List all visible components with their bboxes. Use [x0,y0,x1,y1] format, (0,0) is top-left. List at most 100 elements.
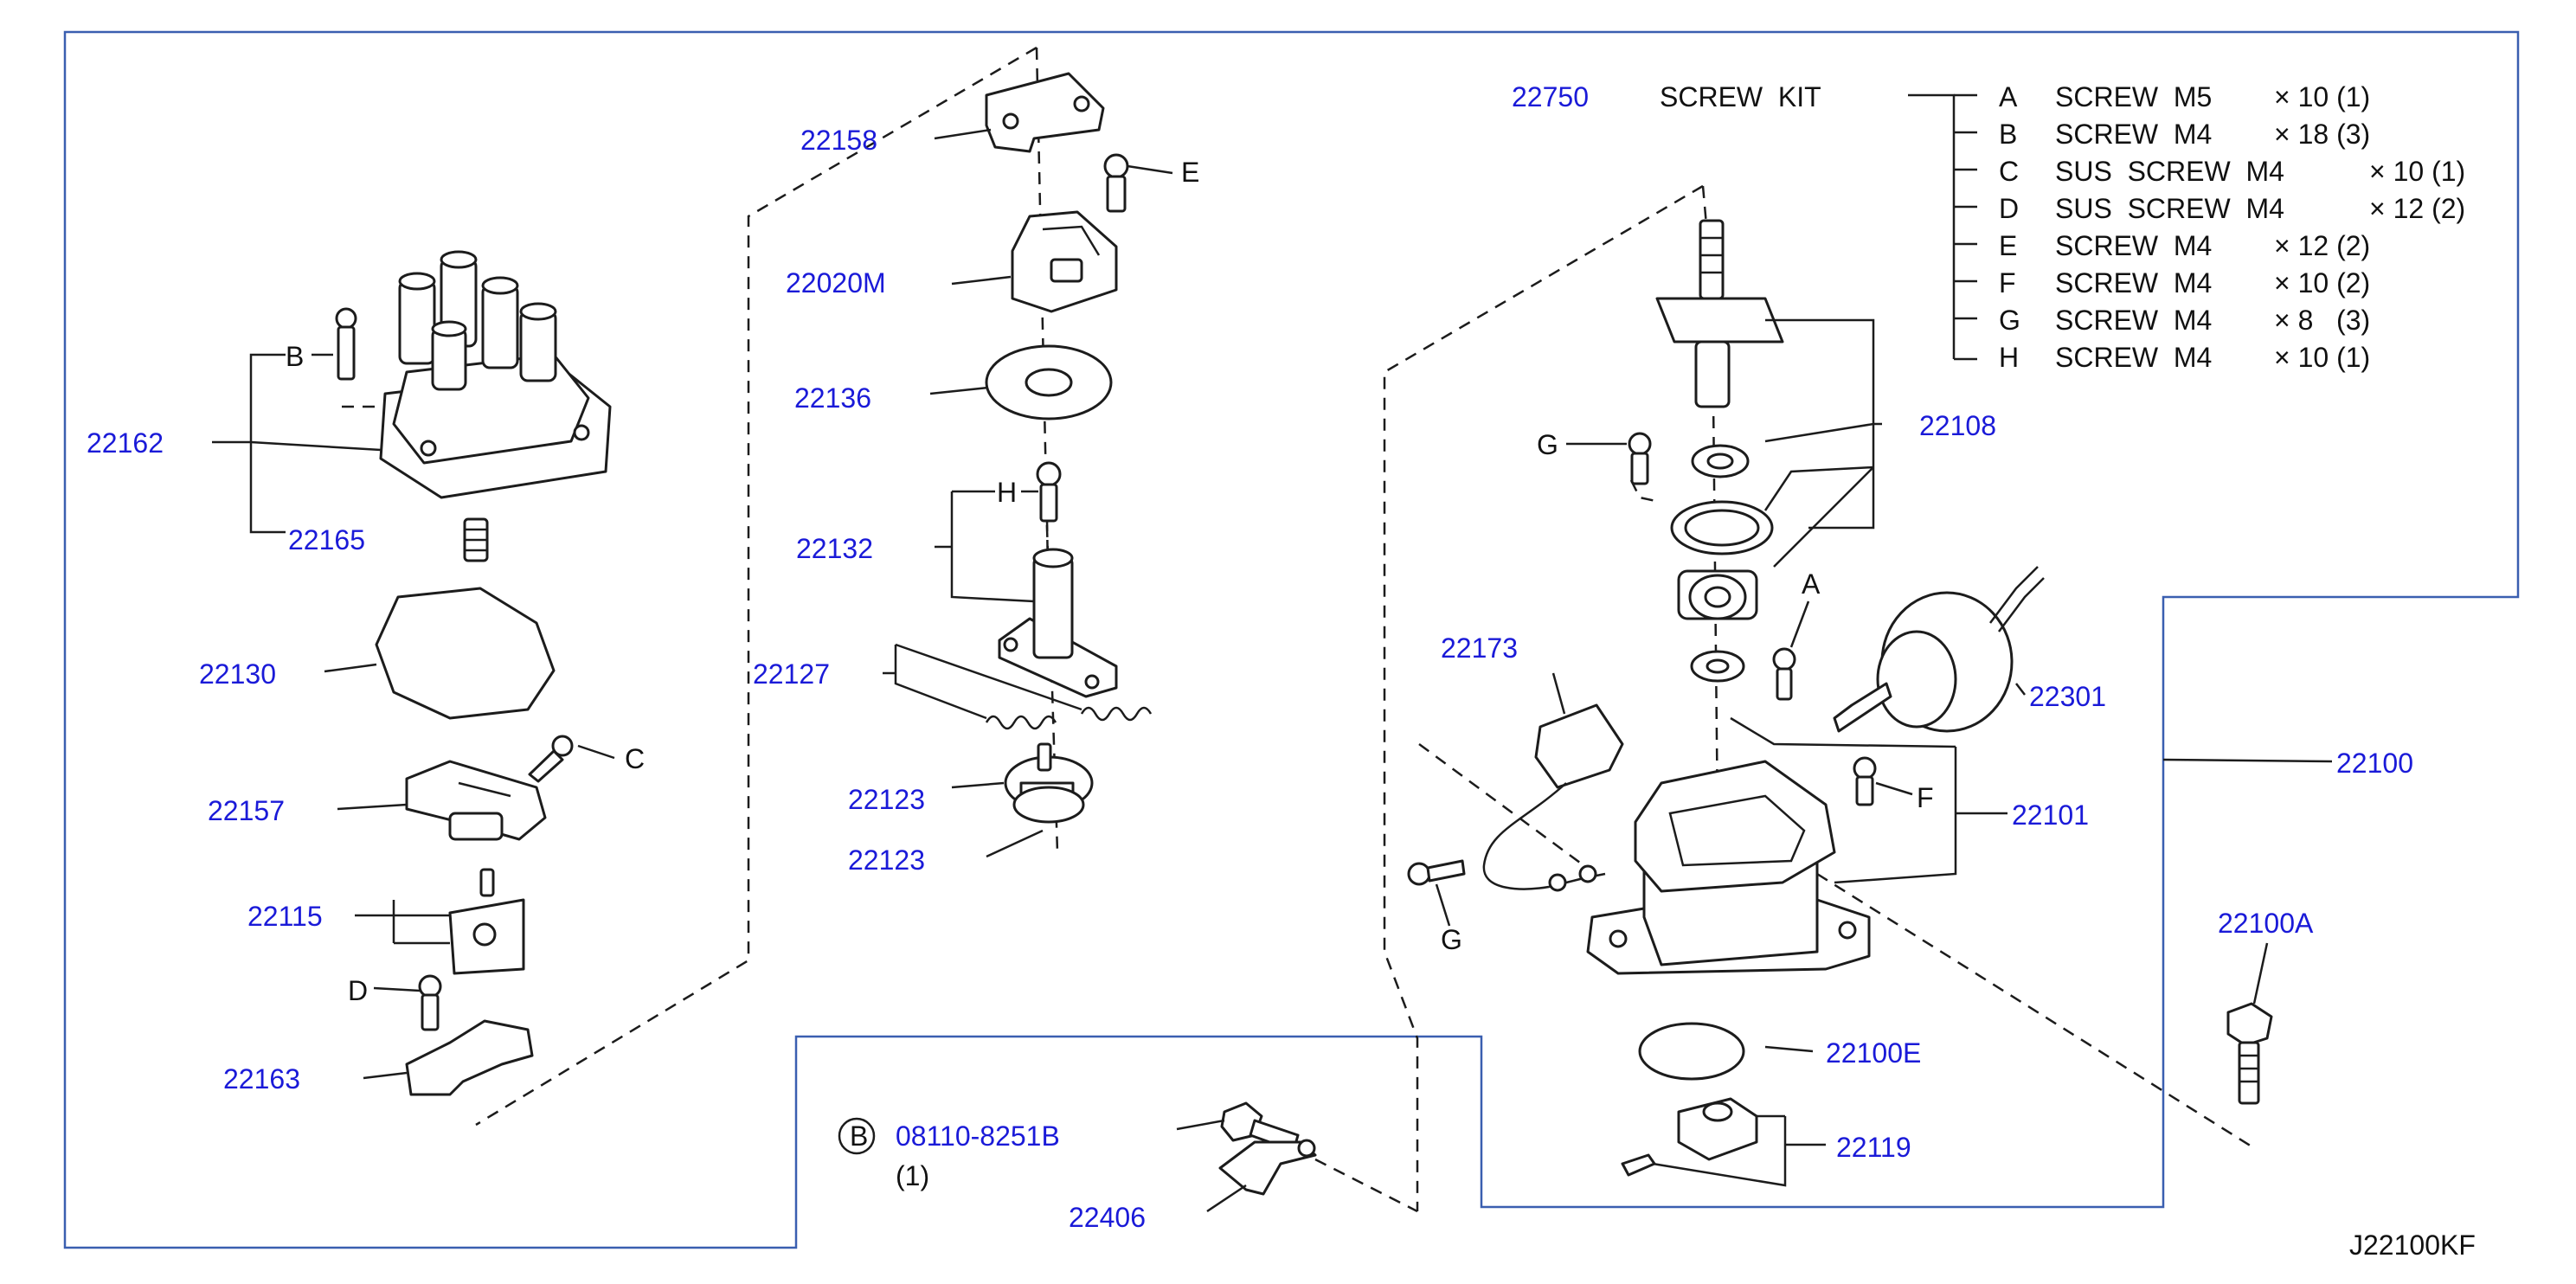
oring-22130-drawing [375,587,556,720]
label-22136[interactable]: 22136 [794,382,871,414]
label-22173[interactable]: 22173 [1441,632,1518,664]
label-22115[interactable]: 22115 [247,901,323,932]
letter-c: C [625,743,645,774]
screw-d-drawing [418,974,442,1031]
kit-row-size: × 18 (3) [2274,119,2370,150]
letter-g-upper: G [1537,429,1558,460]
screw-kit-row: G SCREW M4 × 8 (3) [1999,305,2370,336]
washer-22108-drawing [1670,444,1774,555]
label-22123-lower[interactable]: 22123 [848,844,925,876]
kit-row-desc: SCREW M4 [2055,267,2212,299]
letter-d: D [348,975,368,1006]
letter-h: H [997,477,1017,508]
shaft-22108-drawing [1655,219,1784,408]
label-22162[interactable]: 22162 [87,427,164,459]
small-washer-drawing [1690,650,1745,683]
kit-row-size: × 10 (1) [2274,81,2370,112]
screw-e-drawing [1103,153,1129,213]
leader-lines [212,93,2333,1213]
label-22132[interactable]: 22132 [796,533,873,564]
kit-row-size: × 12 (2) [2369,193,2465,224]
kit-row-letter: G [1999,305,2020,336]
housing-22101-drawing [1586,760,1871,975]
screw-kit-table: SCREW KIT A SCREW M5 × 10 (1) B SCREW M4… [1660,81,2465,373]
label-22130[interactable]: 22130 [199,658,276,690]
screw-g-lower-drawing [1407,859,1466,886]
connector-22173-drawing [1482,703,1624,892]
label-22101[interactable]: 22101 [2012,799,2089,831]
label-22127[interactable]: 22127 [753,658,830,690]
letter-a: A [1802,568,1821,600]
screw-letter-labels: E B H C D G A F G B (1) [286,157,1934,1191]
kit-row-desc: SCREW M4 [2055,230,2212,261]
kit-row-size: × 12 (2) [2274,230,2370,261]
label-22119[interactable]: 22119 [1836,1132,1911,1163]
springs-22127-drawing [985,706,1153,730]
kit-row-letter: A [1999,81,2018,112]
screw-c-drawing [528,735,574,783]
kit-row-desc: SUS SCREW M4 [2055,156,2284,187]
bearing-22108-drawing [1677,569,1758,620]
kit-row-desc: SCREW M4 [2055,119,2212,150]
screw-kit-row: E SCREW M4 × 12 (2) [1999,230,2370,261]
screw-kit-row: H SCREW M4 × 10 (1) [1999,342,2370,373]
label-22165[interactable]: 22165 [288,524,365,555]
label-22100e[interactable]: 22100E [1826,1037,1921,1069]
label-22123-upper[interactable]: 22123 [848,784,925,815]
label-22100a[interactable]: 22100A [2218,908,2314,939]
bolt-22100a-drawing [2226,1002,2273,1105]
part-22115-drawing [448,868,525,975]
screw-kit-row: D SUS SCREW M4 × 12 (2) [1999,193,2465,224]
kit-row-desc: SCREW M5 [2055,81,2212,112]
bolt-callout-circle [838,1117,876,1155]
label-22020m[interactable]: 22020M [786,267,886,299]
screw-f-drawing [1853,756,1877,806]
kit-row-desc: SUS SCREW M4 [2055,193,2284,224]
screw-b-drawing [335,307,357,381]
vacuum-22301-drawing [1833,566,2045,733]
bolt-callout-qty: (1) [896,1160,929,1191]
bracket-22406-drawing [1218,1139,1317,1196]
kit-row-letter: C [1999,156,2019,187]
weights-22123-drawing [1004,742,1094,824]
label-22163[interactable]: 22163 [223,1063,300,1095]
collar-22119-drawing [1621,1097,1758,1177]
letter-b: B [286,341,304,372]
kit-row-letter: E [1999,230,2017,261]
screw-kit-row: B SCREW M4 × 18 (3) [1999,119,2370,150]
washer-22136-drawing [985,344,1113,421]
letter-e: E [1181,157,1199,188]
screw-kit-row: F SCREW M4 × 10 (2) [1999,267,2370,299]
seal-22100e-drawing [1638,1022,1745,1081]
label-22158[interactable]: 22158 [800,125,877,156]
spring-22165-drawing [463,517,489,562]
part-22158-drawing [985,72,1105,153]
label-22100[interactable]: 22100 [2336,748,2413,779]
screw-h-drawing [1036,461,1062,523]
kit-row-letter: D [1999,193,2019,224]
label-22108[interactable]: 22108 [1919,410,1996,441]
label-08110-8251b[interactable]: 08110-8251B [896,1120,1060,1152]
label-22301[interactable]: 22301 [2029,681,2106,712]
kit-row-desc: SCREW M4 [2055,305,2212,336]
screw-a-drawing [1772,647,1796,701]
letter-f: F [1917,782,1934,813]
kit-row-size: × 10 (1) [2369,156,2465,187]
screw-kit-title: SCREW KIT [1660,81,1821,112]
kit-row-size: × 8 (3) [2274,305,2370,336]
screw-g-upper-drawing [1628,432,1652,485]
kit-row-letter: H [1999,342,2019,373]
screw-kit-row: A SCREW M5 × 10 (1) [1999,81,2370,112]
part-22020m-drawing [1011,210,1118,313]
label-22750[interactable]: 22750 [1512,81,1589,112]
label-22157[interactable]: 22157 [208,795,285,826]
part-number-labels: 22158 22020M 22136 22132 22127 22123 221… [87,81,2413,1233]
bolt-callout-symbol: B [850,1120,868,1152]
label-22406[interactable]: 22406 [1069,1202,1146,1233]
kit-row-size: × 10 (1) [2274,342,2370,373]
kit-row-letter: B [1999,119,2017,150]
distributor-cap-drawing [379,250,612,499]
diagram-code: J22100KF [2349,1229,2476,1261]
rotor-22157-drawing [405,760,547,841]
